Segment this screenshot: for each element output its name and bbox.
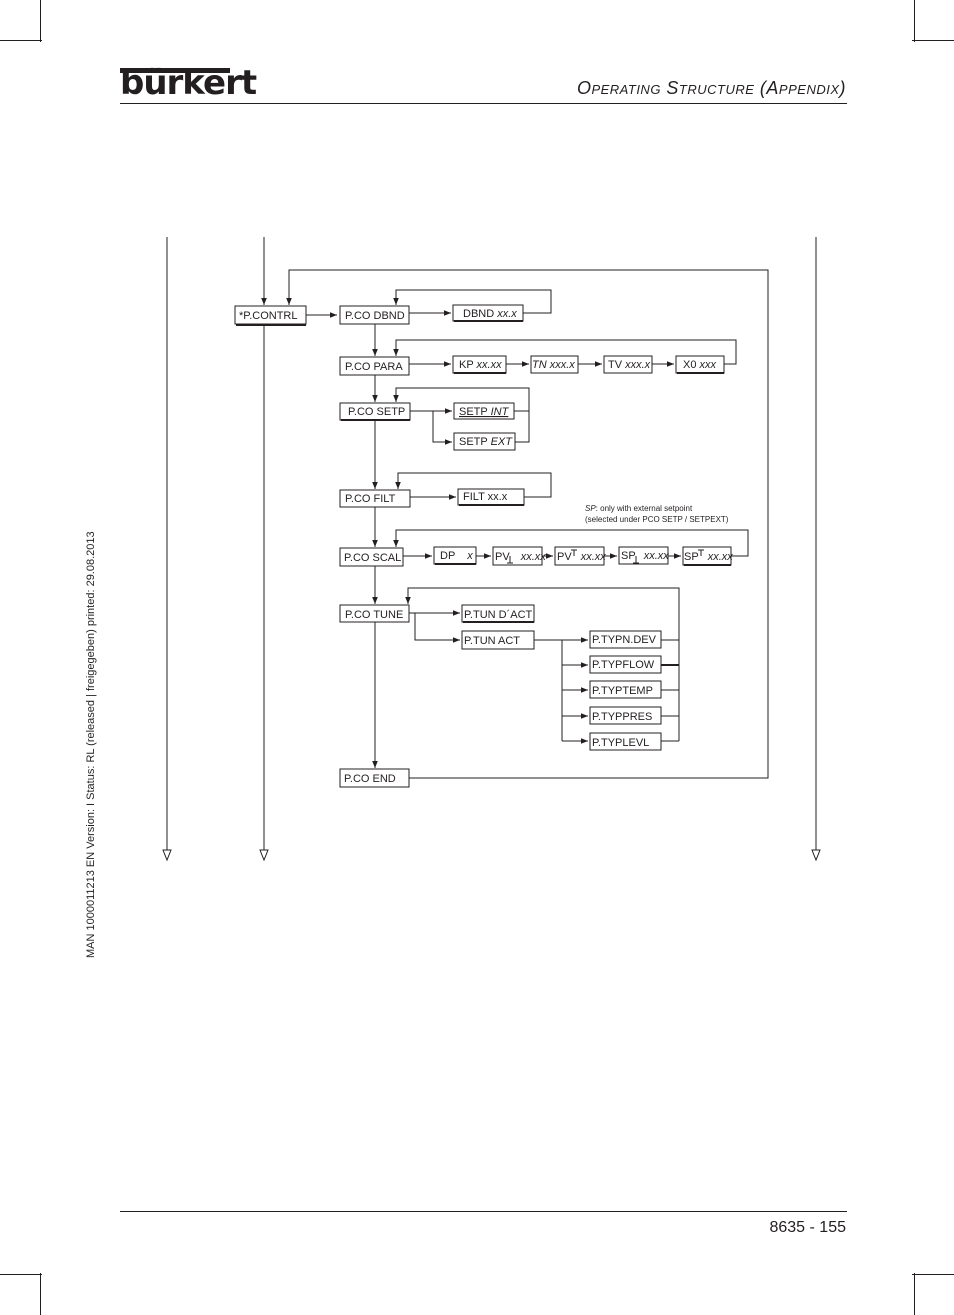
loop-line [514, 410, 530, 443]
down-triangle [162, 849, 172, 862]
high-range-icon [698, 549, 704, 556]
header-rule [120, 103, 847, 104]
crop-mark [914, 1273, 915, 1315]
page-number: 8635 - 155 [769, 1219, 846, 1236]
crop-mark [0, 1274, 42, 1275]
page-title: Operating Structure (Appendix) [576, 78, 846, 98]
sp-note-line2: (selected under PCO SETP / SETPEXT) [585, 515, 729, 524]
crop-mark [912, 40, 954, 41]
sp-note-line1: SP: only with external setpoint [585, 504, 693, 513]
menu-label-setp: P.CO SETP [348, 406, 405, 418]
value-box-sp-low [618, 546, 669, 565]
value-label-dbnd: DBND xx.x [463, 308, 517, 320]
value-label-x0: X0 xxx [683, 359, 717, 371]
value-label-tn: TN xxx.x [532, 359, 575, 371]
loop-line [393, 289, 552, 314]
menu-label-dbnd: P.CO DBND [345, 310, 405, 322]
crop-mark [40, 1273, 41, 1315]
type-label: P.TYPTEMP [592, 685, 653, 697]
tune-box-act [461, 630, 535, 650]
crop-mark [0, 40, 42, 41]
crop-mark [40, 0, 41, 42]
menu-label-end: P.CO END [344, 773, 396, 785]
menu-label-para: P.CO PARA [345, 361, 403, 373]
tune-label-d-act: P.TUN D´ACT [464, 609, 533, 621]
menu-box-dbnd [339, 305, 410, 325]
value-box-tv [603, 355, 653, 374]
return-loop [286, 269, 769, 779]
loop-line [395, 472, 552, 498]
type-label: P.TYPLEVL [592, 737, 649, 749]
down-triangle [811, 849, 821, 862]
value-box-setp-ext [453, 432, 516, 451]
type-label: P.TYPPRES [592, 711, 652, 723]
value-label-filt: FILT xx.x [463, 491, 508, 503]
down-triangle [259, 849, 269, 862]
menu-label-tune: P.CO TUNE [345, 609, 403, 621]
menu-box-para [339, 356, 410, 376]
value-label-tv: TV xxx.x [608, 359, 651, 371]
loop-line [393, 339, 737, 365]
brand-logo: bürkert [120, 63, 257, 103]
low-range-icon [507, 556, 513, 564]
root-label: *P.CONTRL [239, 310, 297, 322]
footer-rule [120, 1211, 847, 1212]
type-label: P.TYPFLOW [592, 659, 655, 671]
type-box [589, 706, 662, 725]
value-label-setp-ext: SETP EXT [459, 436, 513, 448]
high-range-icon [571, 549, 577, 556]
menu-box-end [339, 768, 410, 788]
menu-box-scal [339, 547, 404, 567]
loop-line [393, 529, 749, 557]
flow-line [414, 613, 460, 643]
menu-label-filt: P.CO FILT [345, 493, 396, 505]
menu-box-tune [339, 604, 410, 623]
type-label: P.TYPN.DEV [592, 634, 657, 646]
type-box [589, 680, 662, 699]
value-label-setp-int: SETP INT [459, 406, 510, 418]
tune-label-act: P.TUN ACT [464, 635, 520, 647]
value-box-pv-high [554, 546, 605, 566]
value-box-pv-low [492, 546, 543, 566]
value-box-setp-int [453, 402, 515, 420]
loop-line [393, 387, 530, 411]
type-box [589, 732, 662, 751]
crop-mark [914, 0, 915, 42]
brand-logo-bar [120, 68, 230, 73]
value-box-tn [530, 355, 579, 374]
value-label-kp: KP xx.xx [459, 359, 502, 371]
low-range-icon [633, 556, 639, 564]
menu-label-scal: P.CO SCAL [344, 552, 401, 564]
flow-line [432, 411, 452, 445]
menu-box-filt [339, 489, 411, 508]
type-box [589, 630, 662, 649]
crop-mark [912, 1274, 954, 1275]
